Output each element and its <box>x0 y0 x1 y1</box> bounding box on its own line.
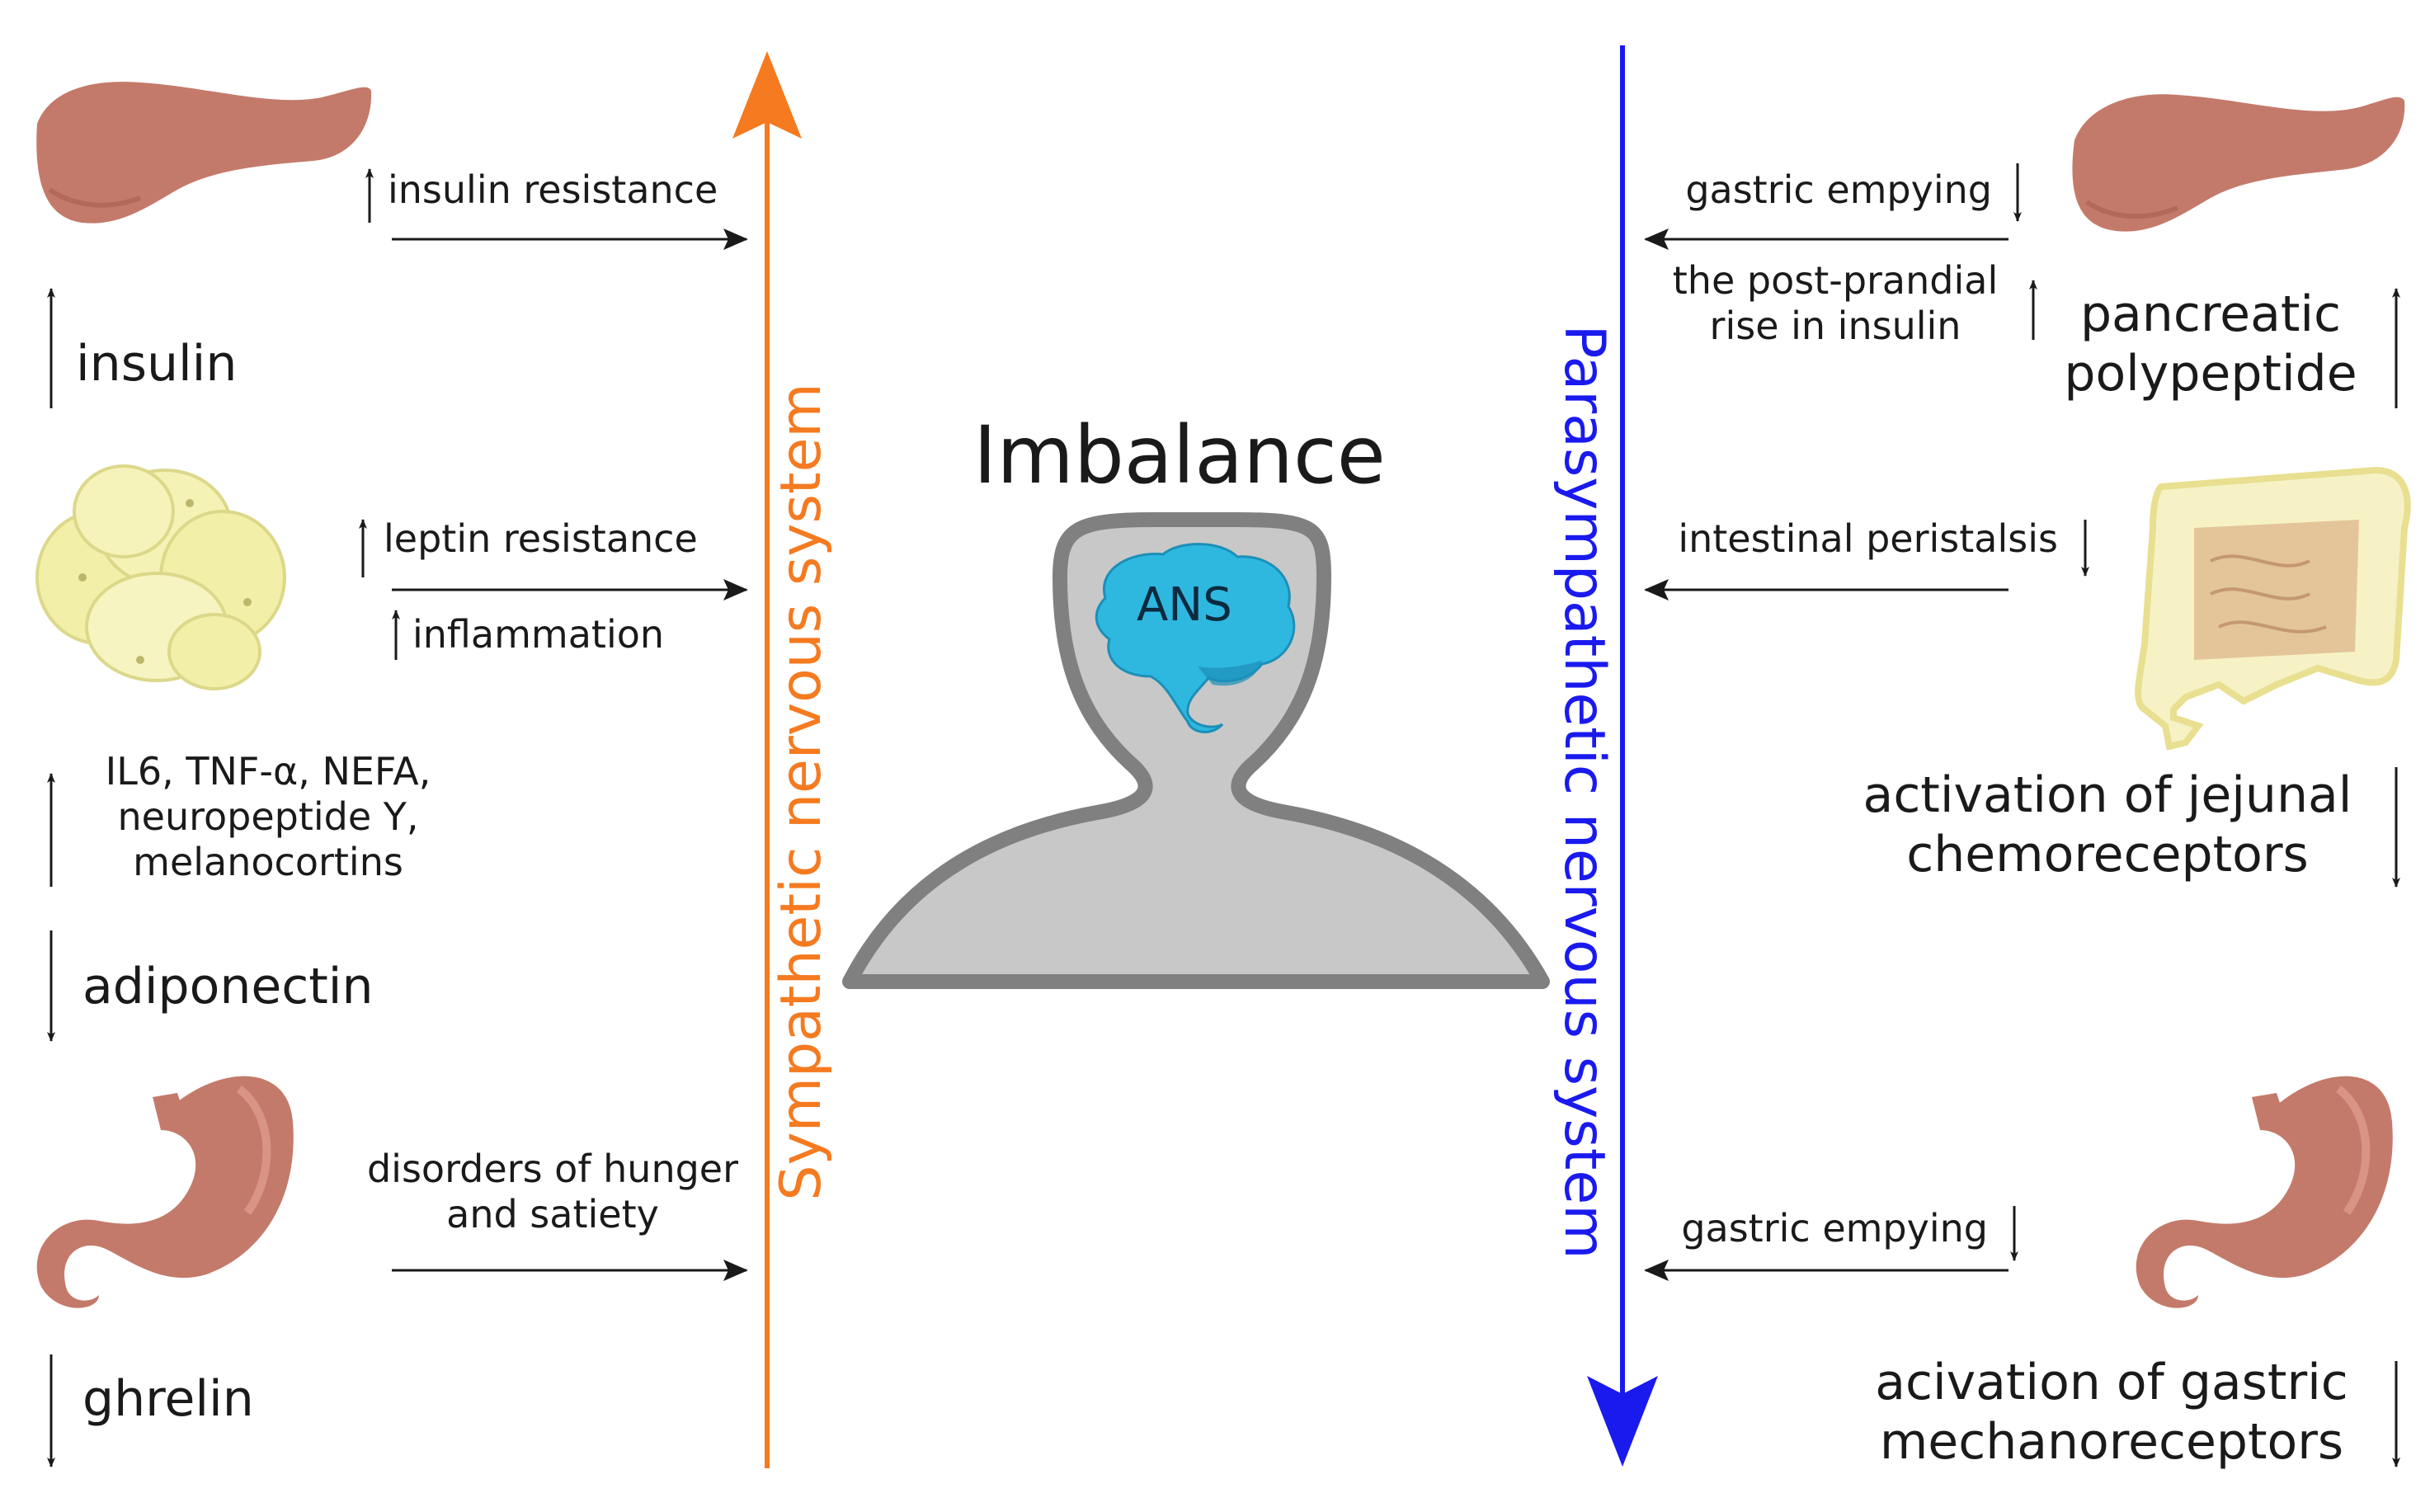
intestinal-peristalsis-label: intestinal peristalsis <box>1678 516 2058 561</box>
insulin-rise-line-1: the post-prandial <box>1672 258 1999 303</box>
brain-icon <box>1095 543 1296 733</box>
pancreatic-polypeptide-label: pancreatic polypeptide <box>2046 285 2376 403</box>
mechano-line-1: acivation of gastric <box>1875 1354 2348 1411</box>
intestine-icon <box>2135 466 2411 751</box>
parasympathetic-axis-label: Parasympathetic nervous system <box>1552 324 1617 1260</box>
gastric-emptying-label-1: gastric empying <box>1685 167 1992 212</box>
fat-cells-icon <box>35 464 286 690</box>
gastric-mechanoreceptors-label: acivation of gastric mechanoreceptors <box>1848 1353 2376 1472</box>
pancreatic-line-2: polypeptide <box>2064 345 2357 403</box>
pancreatic-line-1: pancreatic <box>2079 285 2342 343</box>
insulin-rise-line-2: rise in insulin <box>1709 304 1961 349</box>
effect-arrows-left <box>392 228 748 1281</box>
jejunal-chemoreceptors-label: activation of jejunal chemoreceptors <box>1839 765 2376 884</box>
hunger-satiety-label: disorders of hunger and satiety <box>355 1147 751 1237</box>
brain-label: ANS <box>1137 578 1232 632</box>
diagram-title: Imbalance <box>973 409 1386 502</box>
pancreas-icon-left <box>36 82 372 224</box>
insulin-label: insulin <box>76 335 238 393</box>
parasympathetic-axis <box>1587 45 1658 1467</box>
adiponectin-label: adiponectin <box>82 958 374 1015</box>
effect-arrows-right <box>1644 228 2009 1281</box>
pancreas-icon-right <box>2072 94 2405 232</box>
sympathetic-axis-label: Sympathetic nervous system <box>769 383 834 1201</box>
jejunal-line-1: activation of jejunal <box>1863 766 2352 824</box>
stomach-icon-right <box>2136 1076 2393 1308</box>
insulin-resistance-label: insulin resistance <box>388 167 718 212</box>
inflammation-label: inflammation <box>412 612 665 657</box>
cytokines-line-2: neuropeptide Y, <box>117 794 419 840</box>
stomach-icon-left <box>36 1076 294 1308</box>
head-silhouette <box>842 512 1550 989</box>
sympathetic-axis <box>732 51 802 1468</box>
cytokines-line-3: melanocortins <box>133 840 403 885</box>
gastric-emptying-label-2: gastric empying <box>1681 1206 1988 1251</box>
change-indicators <box>47 163 2400 1467</box>
mechano-line-2: mechanoreceptors <box>1879 1413 2344 1471</box>
cytokines-line-1: IL6, TNF-α, NEFA, <box>105 749 431 794</box>
cytokines-label: IL6, TNF-α, NEFA, neuropeptide Y, melano… <box>78 749 458 886</box>
hunger-line-1: disorders of hunger <box>366 1147 739 1191</box>
leptin-resistance-label: leptin resistance <box>384 516 698 561</box>
hunger-line-2: and satiety <box>446 1192 659 1237</box>
ghrelin-label: ghrelin <box>82 1370 254 1428</box>
jejunal-line-2: chemoreceptors <box>1906 826 2309 883</box>
insulin-rise-label: the post-prandial rise in insulin <box>1650 258 2021 349</box>
